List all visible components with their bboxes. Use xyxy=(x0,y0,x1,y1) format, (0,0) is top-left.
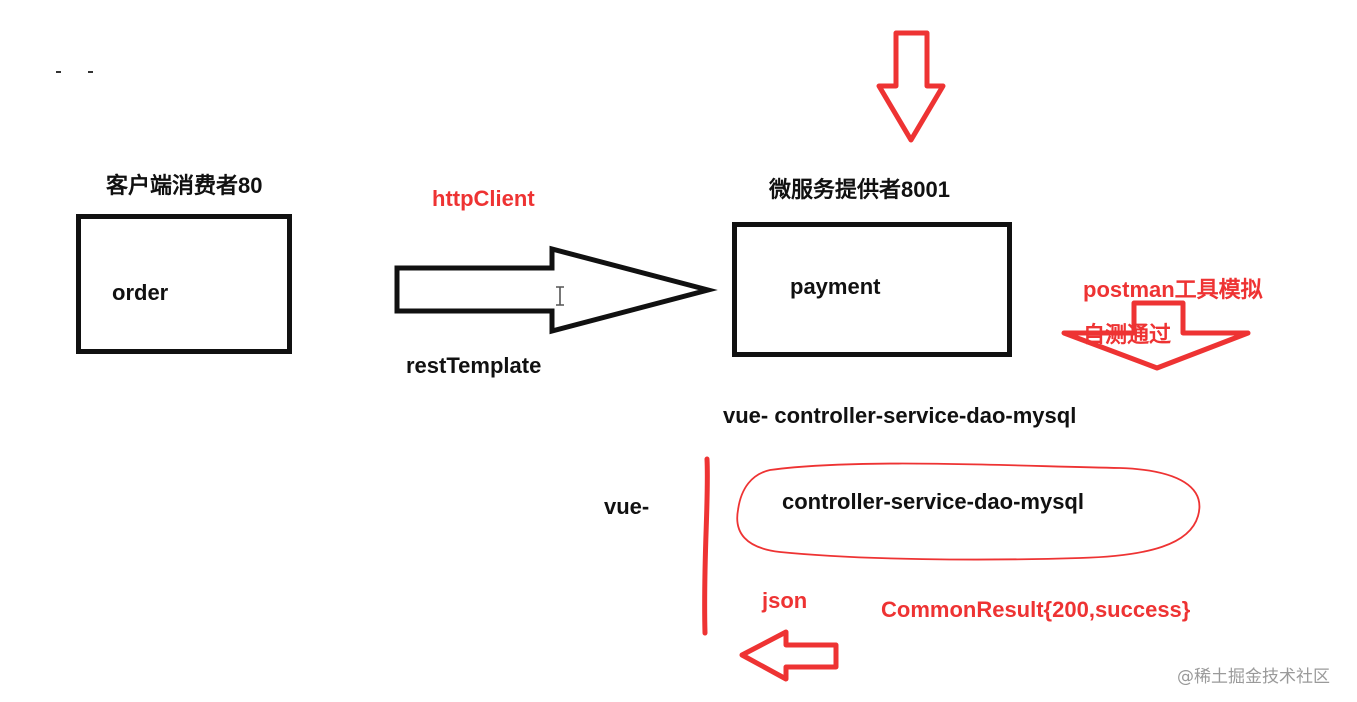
call-arrow xyxy=(394,245,718,335)
provider-module-label: payment xyxy=(790,274,881,299)
self-test-label: 自测通过 xyxy=(1083,322,1172,347)
full-chain-label: vue- controller-service-dao-mysql xyxy=(723,403,1077,428)
frontend-divider-line xyxy=(702,456,710,636)
rest-template-label: restTemplate xyxy=(406,353,542,378)
postman-label: postman工具模拟 xyxy=(1083,277,1263,302)
text-cursor-icon xyxy=(556,286,564,306)
json-label: json xyxy=(762,588,808,613)
stray-mark xyxy=(56,71,61,73)
provider-box xyxy=(732,222,1012,357)
common-result-label: CommonResult{200,success} xyxy=(881,597,1191,622)
http-client-label: httpClient xyxy=(432,186,535,211)
backend-chain-ellipse xyxy=(736,462,1201,561)
frontend-label: vue- xyxy=(604,494,650,519)
response-arrow xyxy=(739,629,839,682)
testing-arrow xyxy=(1061,300,1251,371)
backend-chain-label: controller-service-dao-mysql xyxy=(782,489,1084,514)
consumer-box xyxy=(76,214,292,354)
watermark: @稀土掘金技术社区 xyxy=(1177,667,1330,687)
provider-title: 微服务提供者8001 xyxy=(769,177,950,202)
stray-mark xyxy=(88,71,93,73)
consumer-module-label: order xyxy=(112,280,169,305)
consumer-title: 客户端消费者80 xyxy=(106,173,263,198)
incoming-arrow xyxy=(876,30,946,143)
